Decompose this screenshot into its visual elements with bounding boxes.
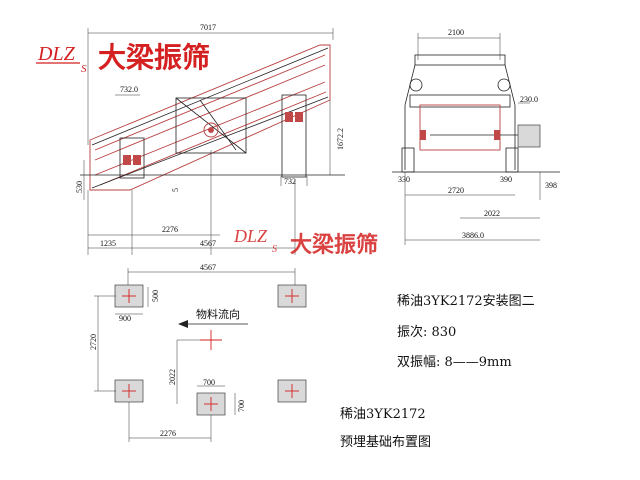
info-amplitude: 双振幅: 8——9mm bbox=[397, 355, 512, 370]
watermark-name: 大梁振筛 bbox=[290, 232, 378, 258]
foundation-title-line2: 预埋基础布置图 bbox=[340, 435, 431, 450]
dim-height-right: 1672.2 bbox=[336, 128, 345, 150]
end-inner-box bbox=[419, 104, 501, 151]
dim-pad-height: 500 bbox=[151, 290, 160, 302]
end-view: 2100 230.0 330 390 2720 398 2022 bbox=[392, 28, 560, 245]
dim-pad2-width: 700 bbox=[203, 378, 215, 387]
dim-pad-width: 900 bbox=[119, 314, 131, 323]
side-view: 7017 732.0 732 1672.2 530 bbox=[75, 23, 345, 255]
watermark-logo-text: DLZ bbox=[233, 226, 268, 246]
dim-right-offset: 398 bbox=[545, 181, 557, 190]
dim-height-left: 530 bbox=[75, 181, 84, 193]
motor-block bbox=[517, 124, 541, 148]
dim-overall-length: 7017 bbox=[200, 23, 216, 32]
dim-inner-width: 2022 bbox=[484, 209, 500, 218]
brand-name: 大梁振筛 bbox=[98, 41, 210, 74]
dim-left-support: 732.0 bbox=[120, 85, 138, 94]
dim-width-total: 2720 bbox=[89, 334, 98, 350]
dim-right-support: 732 bbox=[284, 177, 296, 186]
right-support bbox=[281, 94, 307, 178]
logo-text: DLZ bbox=[37, 43, 76, 65]
flow-label: 物料流向 bbox=[196, 307, 240, 321]
dim-support-span: 4567 bbox=[200, 239, 216, 248]
dim-left-edge: 330 bbox=[398, 175, 410, 184]
dim-half-width: 2022 bbox=[168, 369, 177, 385]
dim-overall-width: 3886.0 bbox=[462, 231, 484, 240]
info-vibration: 振次: 830 bbox=[397, 324, 456, 340]
dim-left-offset: 1235 bbox=[100, 239, 116, 248]
dim-inner-span: 2276 bbox=[162, 225, 178, 234]
exciter-wheel bbox=[203, 122, 219, 138]
brand-logo: DLZ S bbox=[36, 43, 87, 75]
dim-small-mark: 5 bbox=[171, 188, 180, 192]
info-title: 稀油3YK2172安装图二 bbox=[397, 294, 535, 309]
logo-sub: S bbox=[81, 63, 87, 75]
watermark-brand: DLZ S 大梁振筛 bbox=[233, 226, 378, 258]
foundation-plan: 4567 500 900 2720 2022 700 700 2276 bbox=[89, 263, 307, 442]
dim-bottom-span: 2276 bbox=[160, 429, 176, 438]
watermark-logo-sub: S bbox=[272, 244, 277, 255]
dim-top-width: 2100 bbox=[448, 28, 464, 37]
dim-base-width: 2720 bbox=[448, 186, 464, 195]
dim-right-edge: 390 bbox=[500, 175, 512, 184]
dim-plan-span: 4567 bbox=[200, 263, 216, 272]
foundation-title-line1: 稀油3YK2172 bbox=[340, 407, 426, 422]
left-support bbox=[119, 137, 145, 179]
dim-motor-height: 230.0 bbox=[520, 95, 538, 104]
dim-pad2-height: 700 bbox=[237, 400, 246, 412]
end-top-frame bbox=[414, 54, 506, 66]
